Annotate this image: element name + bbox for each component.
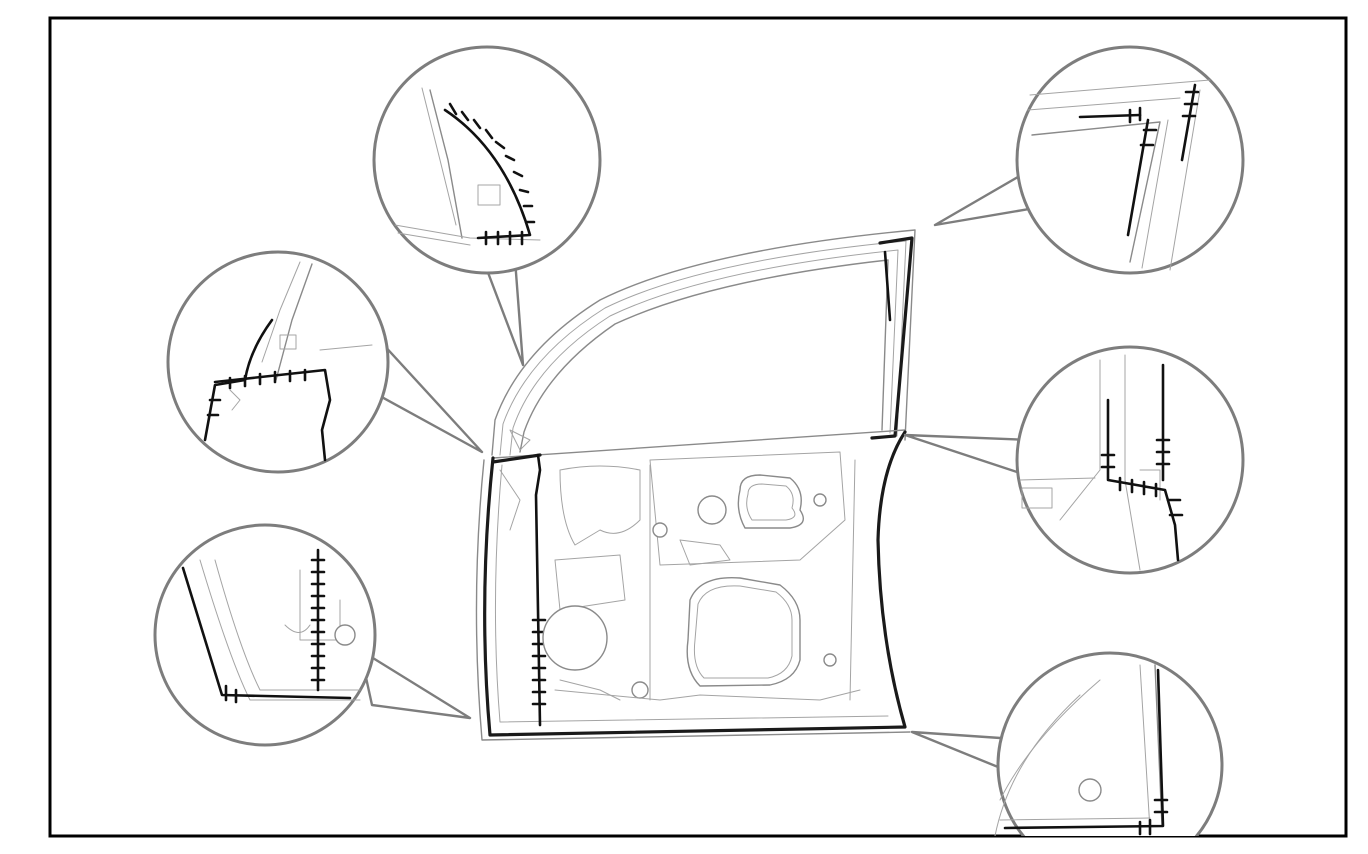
c3-hole (334, 624, 356, 646)
callout-5-circle (1015, 345, 1245, 575)
c6-line-1 (999, 679, 1101, 801)
access-hole-lower-inner (693, 585, 793, 679)
inner-rib-vertical-2 (849, 459, 856, 701)
c2-line-2 (275, 263, 313, 381)
callout-lower-front-corner (153, 523, 472, 747)
c4-line-3 (1031, 121, 1161, 263)
inner-panel-cutout-2 (554, 554, 626, 611)
c6-seal-ticks (1138, 798, 1169, 836)
c6-line-3 (1139, 664, 1151, 831)
callout-2-circle (166, 250, 390, 474)
c4-line-2 (1027, 97, 1181, 111)
c5-line-3 (1019, 477, 1096, 481)
c1-seal-ticks (448, 102, 536, 246)
c3-seal-corner (181, 566, 352, 700)
hinge-pillar-detail (499, 469, 521, 531)
door-body-edge (475, 459, 911, 741)
c4-seal-edge (1180, 83, 1197, 162)
c6-line-2 (994, 694, 1081, 836)
window-frame-outer (491, 229, 916, 456)
window-seal-line (883, 250, 892, 322)
door-panel (475, 229, 916, 741)
c5-box (1021, 487, 1053, 509)
hole-2 (652, 522, 668, 538)
belt-line (492, 429, 906, 459)
c1-line-1 (421, 87, 457, 226)
c3-bracket (299, 569, 341, 641)
c1-line-3 (394, 224, 541, 241)
front-seal-line (534, 453, 542, 727)
c1-bracket (477, 184, 501, 206)
c6-hole (1078, 778, 1102, 802)
speaker-opening-upper-inner (746, 483, 796, 521)
window-opening (519, 259, 889, 453)
c6-line-5 (999, 817, 1151, 821)
callout-upper-front-corner (372, 45, 602, 367)
callout-belt-line-front (166, 250, 484, 474)
c2-seal-ticks (206, 368, 307, 417)
hole-4 (823, 653, 837, 667)
callout-upper-rear-corner (933, 45, 1245, 275)
c2-line-3 (319, 344, 373, 351)
c2-line-1 (261, 261, 301, 363)
window-frame-inner-2 (509, 249, 899, 456)
c4-line-1 (1029, 79, 1211, 96)
callout-4-circle (1015, 45, 1245, 275)
window-seal-corner (870, 236, 914, 440)
c5-line-1 (1059, 359, 1101, 521)
inner-rib-lower (554, 689, 861, 701)
hole-3 (813, 493, 827, 507)
c6-seal (1003, 668, 1165, 830)
c4-seal-ticks (1128, 90, 1200, 147)
hole-1 (697, 495, 727, 525)
window-frame-inner-1 (499, 240, 907, 456)
mirror-mount (509, 429, 531, 451)
inner-rib-diag (559, 679, 621, 701)
callout-lower-rear-corner (910, 651, 1224, 836)
c5-seal-ticks (1100, 438, 1184, 517)
c1-line-2 (429, 89, 463, 239)
c4-seal-vertical (1126, 118, 1150, 237)
speaker-hole (542, 605, 608, 671)
callout-6-circle (996, 651, 1224, 836)
inner-panel-cutout-3 (649, 451, 846, 566)
callout-belt-line-rear (903, 345, 1245, 575)
c2-seal-belt (213, 368, 332, 462)
hole-5 (631, 681, 649, 699)
c3-line-2 (214, 559, 361, 691)
c3-hook (284, 624, 311, 633)
c1-line-4 (397, 232, 471, 246)
belt-seal-front (491, 453, 542, 464)
inner-panel-cutout-1 (559, 465, 641, 546)
front-seal-ticks (531, 618, 547, 706)
c4-line-4 (1141, 119, 1169, 269)
callout-1-circle (372, 45, 602, 275)
door-body-inner (494, 464, 889, 723)
inner-bracket (679, 539, 731, 566)
access-hole-lower (686, 576, 801, 687)
speaker-opening-upper (737, 474, 804, 529)
c2-bracket (279, 334, 297, 350)
c5-seal-step (1106, 398, 1180, 562)
c5-line-2 (1124, 354, 1141, 571)
c3-seal-ticks (224, 558, 326, 704)
door-body-outer (483, 430, 907, 737)
c2-detail (229, 389, 241, 411)
c1-seal (443, 108, 532, 240)
c4-line-5 (1169, 89, 1201, 271)
